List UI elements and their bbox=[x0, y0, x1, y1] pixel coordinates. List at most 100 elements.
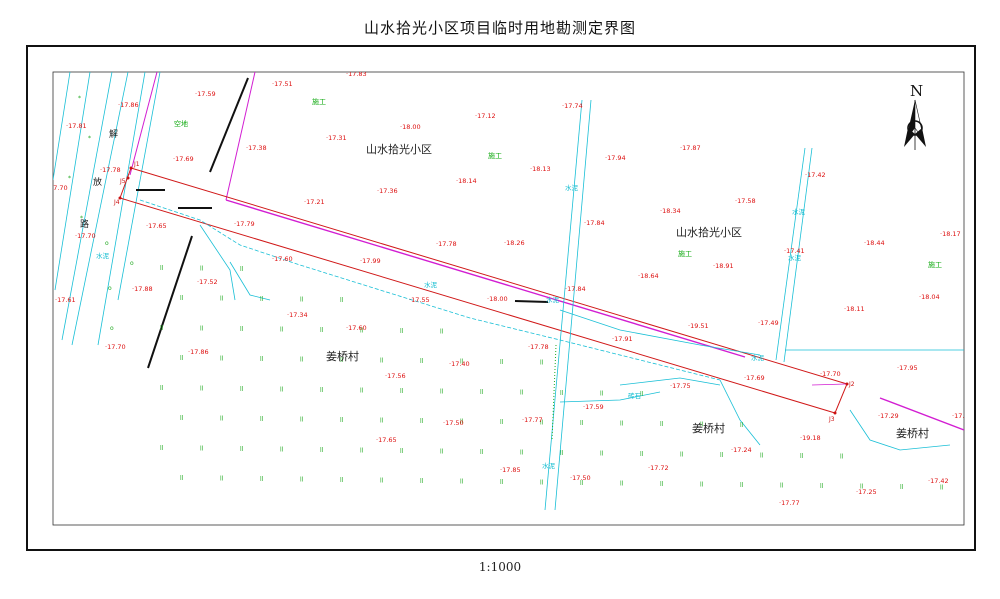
grass-symbol: ll bbox=[340, 477, 344, 484]
tree-symbol: * bbox=[68, 175, 71, 182]
grass-symbol: ll bbox=[200, 446, 204, 453]
road-char-jie: 解 bbox=[109, 128, 118, 140]
elevation-label: ·17.87 bbox=[680, 144, 701, 152]
elevation-label: ·17.88 bbox=[132, 285, 153, 293]
elevation-label: ·18.64 bbox=[638, 272, 659, 280]
grass-symbol: ll bbox=[400, 448, 404, 455]
grass-symbol: ll bbox=[480, 389, 484, 396]
grass-symbol: ll bbox=[540, 480, 544, 487]
grass-symbol: ll bbox=[380, 358, 384, 365]
outer-frame bbox=[26, 45, 976, 551]
road-char-lu: 路 bbox=[80, 218, 89, 230]
grass-symbol: ll bbox=[440, 329, 444, 336]
elevation-label: ·17.78 bbox=[436, 240, 457, 248]
green-label-3: 施工 bbox=[678, 249, 692, 258]
grass-symbol: ll bbox=[180, 295, 184, 302]
grass-symbol: ll bbox=[440, 389, 444, 396]
grass-symbol: ll bbox=[740, 422, 744, 429]
grass-symbol: ll bbox=[280, 447, 284, 454]
grass-symbol: ll bbox=[580, 480, 584, 487]
grass-symbol: ll bbox=[460, 419, 464, 426]
grass-symbol: ll bbox=[420, 478, 424, 485]
grass-symbol: ll bbox=[300, 477, 304, 484]
elevation-label: ·18.14 bbox=[456, 177, 477, 185]
community-label-2: 山水拾光小区 bbox=[676, 225, 742, 239]
elevation-label: ·17.83 bbox=[346, 70, 367, 78]
elevation-label: ·17.85 bbox=[500, 466, 521, 474]
grass-symbol: ll bbox=[260, 356, 264, 363]
control-points bbox=[118, 166, 849, 415]
elevation-label: ·17.99 bbox=[360, 257, 381, 265]
elevation-label: ·17.50 bbox=[570, 474, 591, 482]
grass-symbol: ll bbox=[600, 451, 604, 458]
grass-symbol: ll bbox=[420, 358, 424, 365]
grass-symbol: ll bbox=[360, 448, 364, 455]
green-dotted-line bbox=[551, 344, 557, 441]
green-label-5: 空地 bbox=[174, 119, 188, 128]
grass-symbol: ll bbox=[420, 418, 424, 425]
grass-symbol: ll bbox=[380, 418, 384, 425]
elevation-label: ·17.65 bbox=[376, 436, 397, 444]
cyan-label-1: 水泥 bbox=[565, 183, 579, 192]
grass-symbol: ll bbox=[440, 449, 444, 456]
north-arrow: N bbox=[904, 82, 926, 150]
elevation-label: ·17.24 bbox=[731, 446, 752, 454]
j2-segment bbox=[811, 383, 847, 386]
elevation-label: ·17.40 bbox=[449, 360, 470, 368]
grass-symbol: ll bbox=[540, 420, 544, 427]
elevation-label: ·17.58 bbox=[735, 197, 756, 205]
grass-symbol: ll bbox=[160, 385, 164, 392]
grass-symbol: ll bbox=[680, 452, 684, 459]
green-label-1: 施工 bbox=[312, 97, 326, 106]
elevation-label: ·18.04 bbox=[919, 293, 940, 301]
elevation-label: ·17.34 bbox=[287, 311, 308, 319]
elevation-label: ·18.13 bbox=[530, 165, 551, 173]
elevation-label: ·17.41 bbox=[784, 247, 805, 255]
elevation-labels: ·17.83·17.51·17.59·17.86·17.81·17.70·17.… bbox=[47, 70, 973, 507]
elevation-label: ·17.69 bbox=[173, 155, 194, 163]
green-label-4: 施工 bbox=[928, 260, 942, 269]
elevation-label: ·17.56 bbox=[385, 372, 406, 380]
elevation-label: ·17.95 bbox=[897, 364, 918, 372]
parcel-line-left bbox=[129, 72, 158, 176]
grass-symbol: ll bbox=[640, 391, 644, 398]
point-label-j2: J2 bbox=[848, 381, 855, 388]
grass-symbol: ll bbox=[160, 445, 164, 452]
elevation-label: ·17.78 bbox=[100, 166, 121, 174]
elevation-label: ·17.52 bbox=[197, 278, 218, 286]
elevation-label: ·17.70 bbox=[75, 232, 96, 240]
elevation-label: ·17.79 bbox=[234, 220, 255, 228]
grass-symbol: ll bbox=[560, 390, 564, 397]
grass-symbol: ll bbox=[560, 450, 564, 457]
elevation-label: ·18.00 bbox=[400, 123, 421, 131]
north-label: N bbox=[910, 82, 923, 100]
elevation-label: ·19.18 bbox=[800, 434, 821, 442]
elevation-label: ·17.29 bbox=[878, 412, 899, 420]
elevation-label: ·17.38 bbox=[246, 144, 267, 152]
grass-symbol: ll bbox=[600, 391, 604, 398]
map-content: ll ll ll ll ll ll ll ll ll ll ll ll ll ll ll ll ll ll ll ll… bbox=[47, 70, 973, 511]
elevation-label: ·17.42 bbox=[928, 477, 949, 485]
elevation-label: ·17.70 bbox=[47, 184, 68, 192]
elevation-label: ·17.70 bbox=[820, 370, 841, 378]
cyan-label-7: 砖石 bbox=[628, 391, 642, 400]
cyan-label-3: 水泥 bbox=[424, 280, 438, 289]
elevation-label: ·17.55 bbox=[409, 296, 430, 304]
grass-symbol: ll bbox=[240, 326, 244, 333]
grass-symbol: ll bbox=[300, 357, 304, 364]
elevation-label: ·18.00 bbox=[487, 295, 508, 303]
grass-symbol: ll bbox=[240, 266, 244, 273]
elevation-label: ·17.86 bbox=[118, 101, 139, 109]
village-label-1: 姜桥村 bbox=[326, 349, 359, 363]
grass-symbol: ll bbox=[520, 390, 524, 397]
grass-symbol: ll bbox=[180, 475, 184, 482]
elevation-label: ·17.59 bbox=[952, 412, 973, 420]
grass-symbol: ll bbox=[220, 416, 224, 423]
elevation-label: ·17.91 bbox=[612, 335, 633, 343]
grass-symbol: ll bbox=[300, 297, 304, 304]
jiefang-road-lines bbox=[53, 72, 161, 346]
grass-symbol: ll bbox=[580, 420, 584, 427]
grass-symbol: ll bbox=[660, 421, 664, 428]
elevation-label: ·18.26 bbox=[504, 239, 525, 247]
